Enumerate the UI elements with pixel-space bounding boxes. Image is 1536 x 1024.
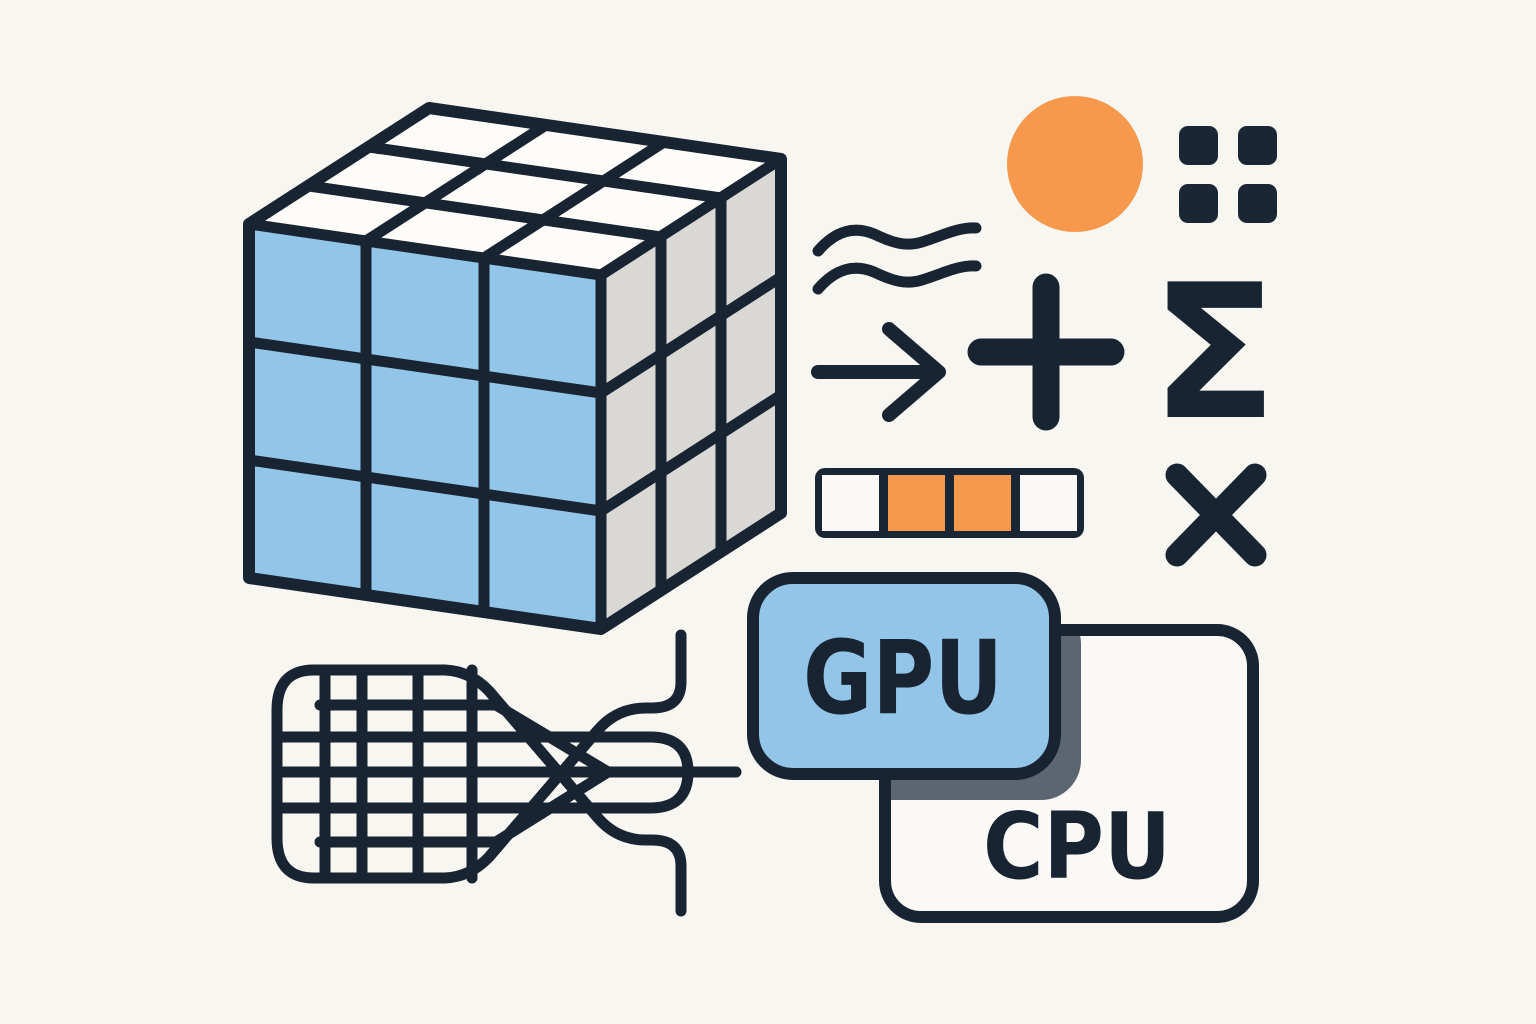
gpu-chip-body [747, 572, 1061, 780]
right-arrow-icon [811, 322, 946, 422]
vector-cell [1020, 475, 1077, 531]
flatten-grid-vertical-lines [319, 664, 478, 884]
grid-icon-square [1238, 126, 1277, 165]
vector-cell [888, 475, 945, 531]
wave-line-icon [812, 222, 982, 257]
arrow-head [882, 322, 946, 422]
tensor-cube [243, 102, 787, 635]
grid-icon-square [1179, 184, 1218, 223]
orange-circle [1007, 96, 1143, 232]
multiply-icon [1165, 463, 1267, 567]
vector-cell [822, 475, 879, 531]
vector-array [815, 468, 1084, 538]
cube-side-face [601, 159, 781, 629]
wave-line-icon [812, 260, 982, 295]
vector-cell [954, 475, 1011, 531]
vector-array-frame [815, 468, 1084, 538]
plus-icon [967, 273, 1125, 431]
sigma-icon: Σ [1150, 244, 1277, 461]
grid-2x2-icon [1179, 126, 1277, 223]
grid-icon-square [1179, 126, 1218, 165]
gpu-chip: GPU [747, 572, 1061, 780]
cube-grid-lines [243, 119, 787, 635]
cube-silhouette [243, 102, 787, 635]
flatten-grid [271, 629, 742, 917]
wave-lines [812, 222, 982, 295]
cube-front-face [249, 224, 601, 629]
cpu-chip-label: CPU [983, 793, 1171, 900]
gpu-chip-label: GPU [803, 619, 1003, 738]
grid-icon-square [1238, 184, 1277, 223]
